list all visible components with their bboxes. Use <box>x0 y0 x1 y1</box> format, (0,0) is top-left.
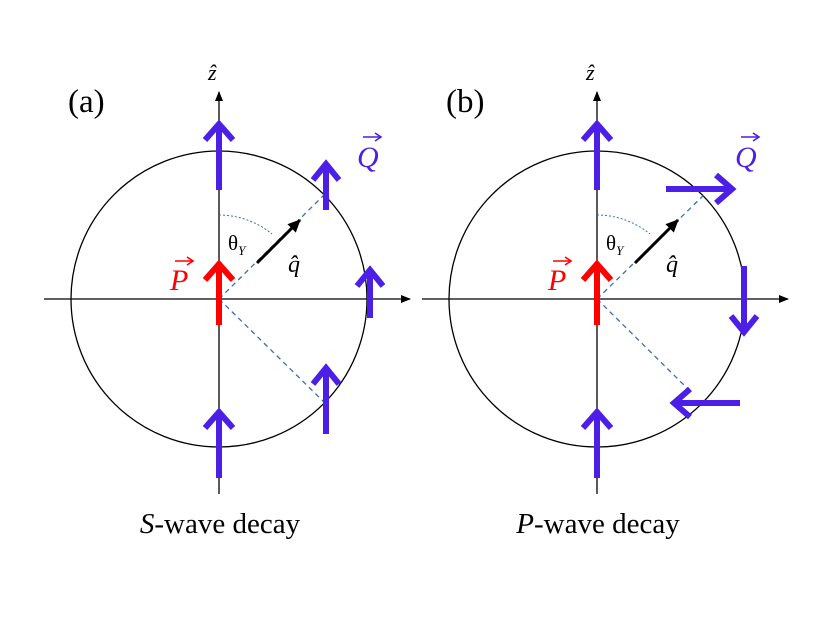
panel-a: (a) ẑ Q P θY q̂ S-wave decay <box>44 60 411 540</box>
spin-arrow-top <box>202 119 236 190</box>
theta-label: θY <box>606 231 625 258</box>
Q-symbol: Q <box>357 141 379 174</box>
spin-arrow-right <box>354 265 386 318</box>
spin-arrow-right-downward <box>728 266 760 337</box>
dashed-line-lower <box>218 298 327 405</box>
spin-arrow-bottom <box>202 407 236 478</box>
dashed-line-lower <box>596 298 691 392</box>
theta-arc <box>596 214 651 235</box>
theta-label: θY <box>228 231 247 258</box>
P-symbol: P <box>169 264 188 297</box>
Q-vector-label: Q <box>735 132 761 174</box>
production-polarization-arrow <box>202 259 236 325</box>
caption-b: P-wave decay <box>515 508 680 540</box>
spin-arrow-upper-right <box>310 159 342 210</box>
spin-arrow-bottom <box>580 407 614 478</box>
z-axis-label: ẑ <box>585 60 595 85</box>
P-vector-label: P <box>169 256 195 297</box>
P-vector-label: P <box>547 256 573 297</box>
caption-a: S-wave decay <box>140 508 301 540</box>
z-axis-label: ẑ <box>207 60 217 85</box>
spin-arrow-upper-right-rightward <box>666 172 737 206</box>
production-polarization-arrow <box>580 259 614 325</box>
spin-arrow-top <box>580 119 614 190</box>
panel-b: (b) ẑ Q P θY q̂ P-wave decay <box>422 60 789 540</box>
Q-symbol: Q <box>735 141 757 174</box>
Q-vector-label: Q <box>357 132 383 174</box>
spin-arrow-lower-right-leftward <box>669 386 740 420</box>
q-hat-label: q̂ <box>288 252 300 278</box>
q-unit-vector-arrow <box>255 218 302 265</box>
spin-arrow-lower-right <box>310 363 342 434</box>
panel-label-a: (a) <box>68 84 105 120</box>
theta-arc <box>218 214 273 235</box>
P-symbol: P <box>547 264 566 297</box>
q-unit-vector-arrow <box>633 218 680 265</box>
q-hat-label: q̂ <box>666 252 678 278</box>
panel-label-b: (b) <box>446 84 484 120</box>
